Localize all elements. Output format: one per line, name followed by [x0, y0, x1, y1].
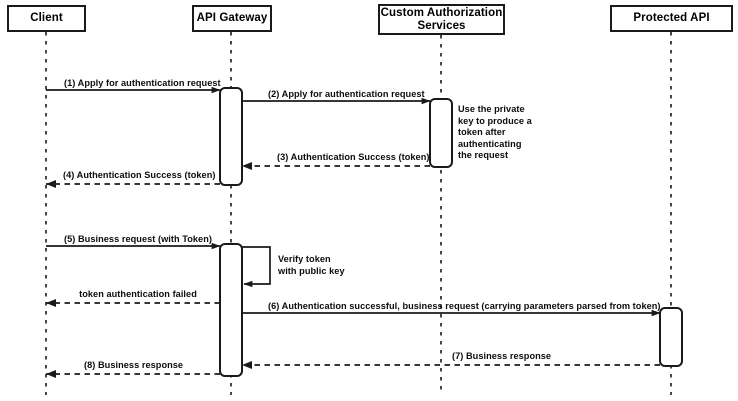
- self-message-group: [242, 246, 271, 288]
- activation-bar-protected-api: [659, 307, 683, 367]
- participant-label: Client: [30, 12, 63, 24]
- note-line: authenticating: [458, 138, 522, 149]
- lifeline-group: [45, 32, 672, 395]
- participant-box-protected-api[interactable]: Protected API: [610, 5, 733, 32]
- participant-box-custom-authorization-services[interactable]: Custom Authorization Services: [378, 4, 505, 35]
- self-message-line-1: Verify token: [278, 254, 331, 264]
- note-line: the request: [458, 150, 509, 161]
- message-arrow-group: [46, 86, 661, 378]
- activation-bar-api-gateway: [219, 243, 243, 377]
- message-label-m4: (4) Authentication Success (token): [63, 170, 216, 180]
- activation-bar-custom-authorization-services: [429, 98, 453, 168]
- self-message-arrow-s1[interactable]: [242, 246, 271, 288]
- participant-label: Protected API: [633, 12, 710, 24]
- note-line: key to produce a: [458, 115, 532, 126]
- message-label-m2: (2) Apply for authentication request: [268, 89, 425, 99]
- message-label-m5: (5) Business request (with Token): [64, 234, 212, 244]
- message-label-m7: (6) Authentication successful, business …: [268, 301, 661, 311]
- note-line: token after: [458, 127, 506, 138]
- message-label-m1: (1) Apply for authentication request: [64, 78, 221, 88]
- message-label-m3: (3) Authentication Success (token): [277, 152, 430, 162]
- message-label-m6: token authentication failed: [79, 289, 197, 299]
- note-line: Use the private: [458, 104, 525, 114]
- participant-label: API Gateway: [196, 12, 268, 24]
- message-label-m8: (7) Business response: [452, 351, 552, 361]
- participant-box-client[interactable]: Client: [7, 5, 86, 32]
- activation-bar-api-gateway: [219, 87, 243, 186]
- participant-box-api-gateway[interactable]: API Gateway: [192, 5, 272, 32]
- activation-bar-group: [219, 87, 683, 377]
- message-label-m9: (8) Business response: [84, 360, 184, 370]
- self-message-line-2: with public key: [278, 265, 345, 276]
- participant-label: Custom Authorization Services: [380, 6, 503, 32]
